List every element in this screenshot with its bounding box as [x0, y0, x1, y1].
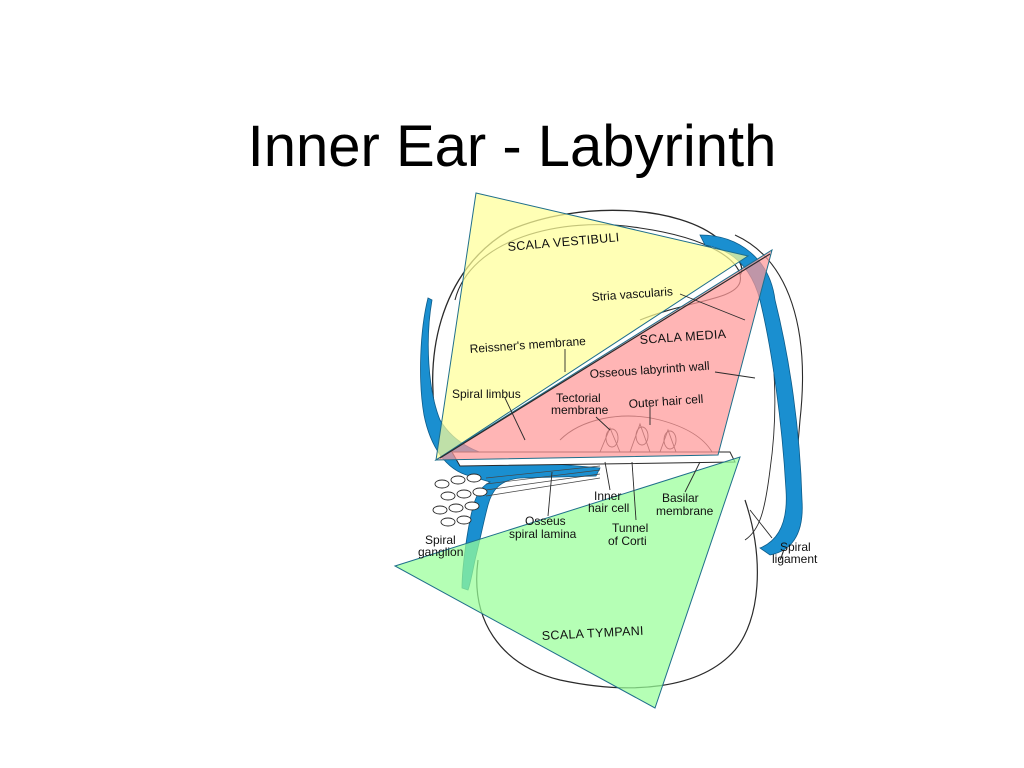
leader-lines [504, 293, 773, 539]
label-inner-hair-cell-2: hair cell [588, 501, 629, 515]
label-basilar-membrane-1: Basilar [662, 491, 699, 505]
label-osseus-spiral-lamina-2: spiral lamina [509, 527, 577, 541]
label-spiral-ganglion-2: ganglion [418, 545, 463, 559]
label-tectorial-membrane-2: membrane [551, 403, 609, 417]
label-tunnel-of-corti-1: Tunnel [612, 521, 648, 535]
label-scala-tympani: SCALA TYMPANI [541, 624, 644, 643]
label-osseus-spiral-lamina-1: Osseus [525, 514, 566, 528]
slide-title: Inner Ear - Labyrinth [247, 114, 777, 179]
label-outer-hair-cell: Outer hair cell [628, 392, 703, 411]
label-scala-media: SCALA MEDIA [639, 327, 727, 347]
scala-media-highlight [434, 248, 773, 461]
scala-vestibuli-highlight [435, 192, 750, 462]
spiral-ganglion-cells [432, 473, 488, 527]
label-spiral-ganglion-1: Spiral [425, 533, 456, 547]
label-stria-vascularis: Stria vascularis [591, 284, 673, 304]
label-spiral-ligament-2: ligament [772, 552, 818, 566]
label-tectorial-membrane-1: Tectorial [556, 391, 601, 405]
nerve-fibers [485, 465, 601, 497]
label-basilar-membrane-2: membrane [656, 504, 714, 518]
scala-tympani-highlight [393, 456, 741, 709]
reissners-membrane-line [439, 253, 771, 459]
label-spiral-limbus: Spiral limbus [452, 387, 521, 401]
label-spiral-ligament-1: Spiral [780, 540, 811, 554]
osseous-bone-right [699, 234, 803, 556]
label-tunnel-of-corti-2: of Corti [608, 534, 647, 548]
label-inner-hair-cell-1: Inner [594, 489, 621, 503]
